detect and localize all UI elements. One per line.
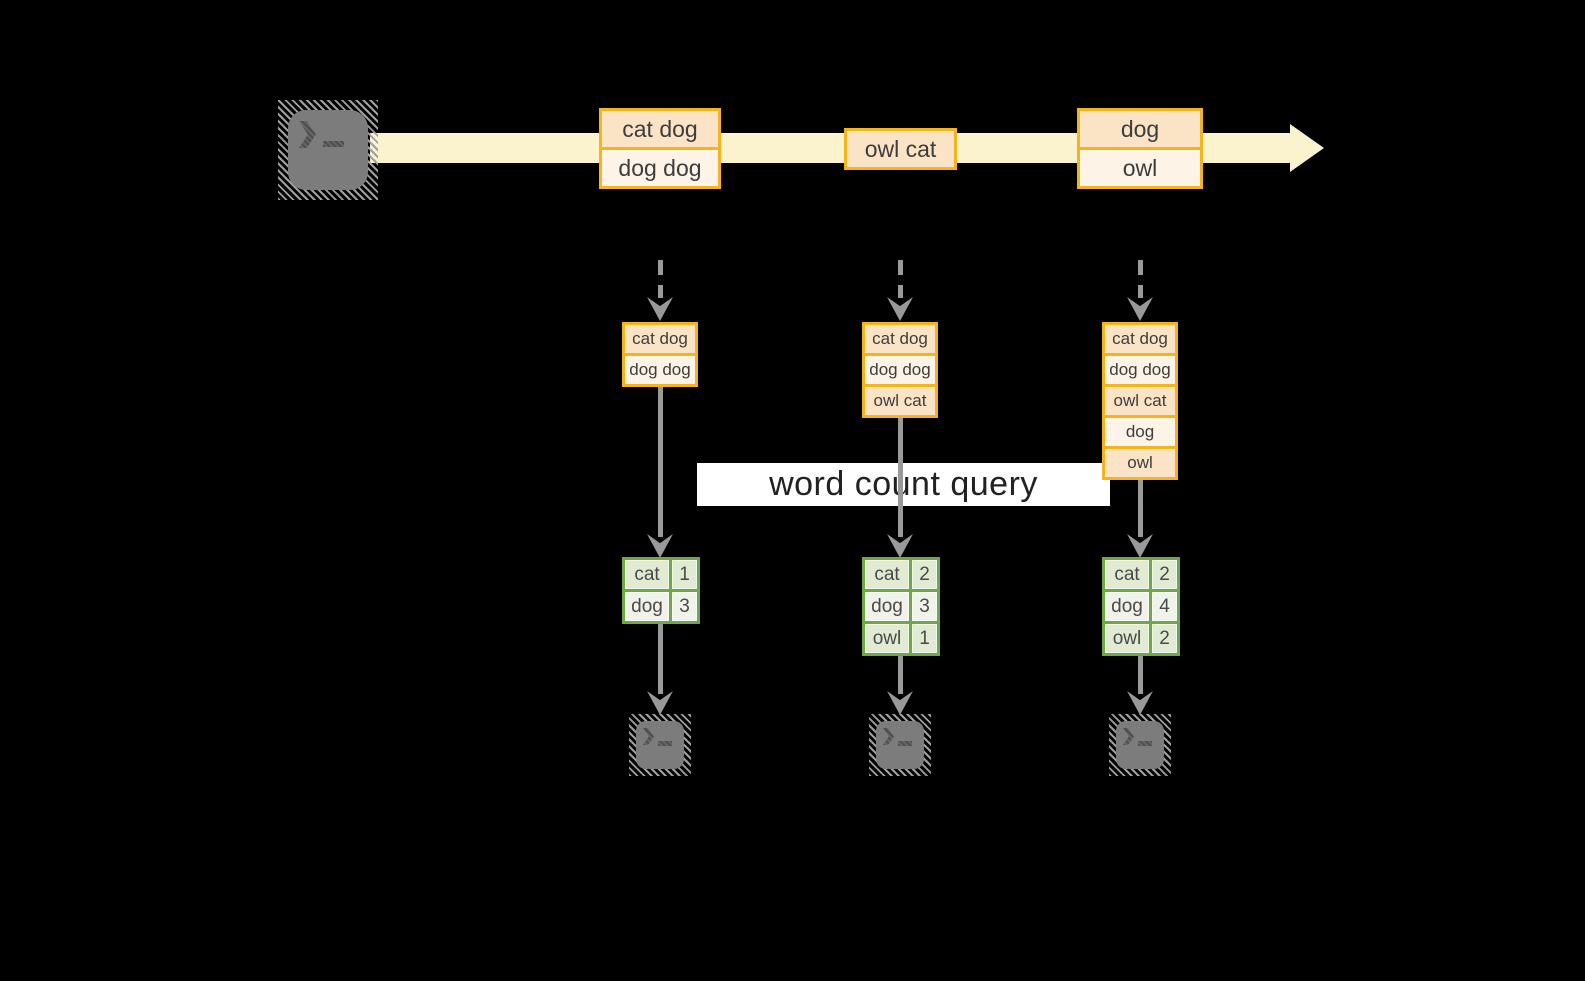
arrowhead-icon (887, 534, 913, 558)
prompt-underscore-icon (1138, 741, 1152, 746)
buffer-line: cat dog (1105, 325, 1175, 353)
count-cell: 3 (672, 592, 697, 621)
connector-line (898, 656, 903, 694)
count-row: cat 1 (625, 560, 697, 589)
dashed-arrow-line (898, 260, 903, 298)
terminal-body (636, 721, 684, 769)
stream-event-line: owl cat (847, 131, 954, 167)
word-cell: cat (625, 560, 669, 589)
stream-event-box: owl cat (844, 128, 957, 170)
prompt-chevron-icon (1123, 728, 1134, 745)
count-row: dog 4 (1105, 592, 1177, 621)
count-cell: 4 (1152, 592, 1177, 621)
connector-line (658, 387, 663, 537)
buffer-stack: cat dog dog dog (622, 322, 698, 387)
sink-terminal-icon (629, 714, 691, 776)
count-cell: 3 (912, 592, 937, 621)
terminal-body (288, 110, 368, 190)
buffer-line: dog (1105, 418, 1175, 446)
buffer-line: dog dog (1105, 356, 1175, 384)
stream-band-arrowhead-icon (1290, 124, 1324, 172)
buffer-stack: cat dog dog dog owl cat dog owl (1102, 322, 1178, 480)
connector-line (1138, 480, 1143, 537)
arrowhead-icon (1127, 297, 1153, 321)
terminal-body (876, 721, 924, 769)
buffer-line: owl (1105, 449, 1175, 477)
arrowhead-icon (1127, 534, 1153, 558)
stream-event-line: dog dog (602, 150, 718, 186)
sink-terminal-icon (869, 714, 931, 776)
query-label-text: word count query (769, 465, 1038, 503)
buffer-line: cat dog (625, 325, 695, 353)
word-cell: dog (1105, 592, 1149, 621)
arrowhead-icon (887, 297, 913, 321)
buffer-stack: cat dog dog dog owl cat (862, 322, 938, 418)
count-cell: 2 (912, 560, 937, 589)
terminal-body (1116, 721, 1164, 769)
arrowhead-icon (887, 691, 913, 715)
arrowhead-icon (647, 691, 673, 715)
prompt-underscore-icon (898, 741, 912, 746)
buffer-line: owl cat (865, 387, 935, 415)
count-row: dog 3 (625, 592, 697, 621)
buffer-line: dog dog (865, 356, 935, 384)
count-row: owl 1 (865, 624, 937, 653)
prompt-underscore-icon (658, 741, 672, 746)
arrowhead-icon (647, 534, 673, 558)
word-cell: owl (865, 624, 909, 653)
connector-line (898, 418, 903, 537)
prompt-chevron-icon (643, 728, 654, 745)
dashed-arrow-line (658, 260, 663, 298)
word-cell: cat (865, 560, 909, 589)
count-row: cat 2 (1105, 560, 1177, 589)
count-row: owl 2 (1105, 624, 1177, 653)
prompt-underscore-icon (323, 141, 344, 147)
stream-event-line: cat dog (602, 111, 718, 147)
count-table: cat 1 dog 3 (622, 557, 700, 624)
stream-event-line: owl (1080, 150, 1200, 186)
word-cell: owl (1105, 624, 1149, 653)
prompt-chevron-icon (883, 728, 894, 745)
stream-event-line: dog (1080, 111, 1200, 147)
count-row: cat 2 (865, 560, 937, 589)
sink-terminal-icon (1109, 714, 1171, 776)
stream-event-box: cat dog dog dog (599, 108, 721, 189)
buffer-line: owl cat (1105, 387, 1175, 415)
count-cell: 1 (672, 560, 697, 589)
buffer-line: cat dog (865, 325, 935, 353)
count-table: cat 2 dog 4 owl 2 (1102, 557, 1180, 656)
count-cell: 2 (1152, 560, 1177, 589)
stream-event-box: dog owl (1077, 108, 1203, 189)
buffer-line: dog dog (625, 356, 695, 384)
arrowhead-icon (1127, 691, 1153, 715)
connector-line (1138, 656, 1143, 694)
dashed-arrow-line (1138, 260, 1143, 298)
count-cell: 2 (1152, 624, 1177, 653)
connector-line (658, 624, 663, 694)
word-cell: dog (865, 592, 909, 621)
source-terminal-icon (278, 100, 378, 200)
prompt-chevron-icon (299, 121, 316, 148)
query-label: word count query (697, 463, 1110, 506)
word-cell: cat (1105, 560, 1149, 589)
count-table: cat 2 dog 3 owl 1 (862, 557, 940, 656)
word-cell: dog (625, 592, 669, 621)
arrowhead-icon (647, 297, 673, 321)
count-row: dog 3 (865, 592, 937, 621)
count-cell: 1 (912, 624, 937, 653)
